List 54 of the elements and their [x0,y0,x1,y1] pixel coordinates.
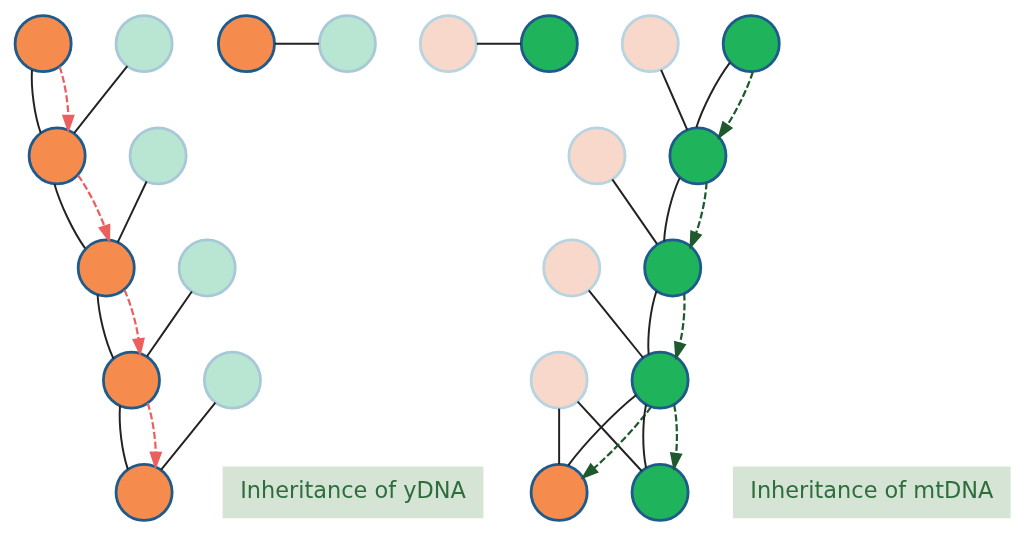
arrow [76,174,110,244]
connector [662,176,681,243]
connector [557,407,560,466]
arrow [122,289,145,357]
arrow [673,293,686,361]
connector [610,178,658,246]
connector [159,401,216,471]
node-person [529,350,589,410]
node-person [630,350,689,410]
connector [72,65,128,134]
node-person [202,350,262,410]
node-person [529,462,589,522]
connector [641,403,647,469]
connector [659,68,688,131]
node-person [76,238,136,298]
node-person [668,126,727,186]
node-person [721,14,781,74]
arrow [580,406,652,480]
node-person [642,238,702,298]
node-box: Inheritance of mtDNA [732,466,1011,519]
node-person [27,126,87,186]
node-person [101,350,161,410]
arrow [669,404,683,472]
node-box: Inheritance of yDNA [222,466,483,519]
connector [587,289,644,359]
connector [566,394,637,467]
node-person [114,14,173,74]
node-person [630,462,689,522]
connector [116,180,148,244]
connector [118,404,129,471]
connector [694,61,731,129]
connector [475,42,522,45]
node-person [128,126,188,186]
connector [96,293,114,360]
connector [646,290,657,356]
connector [145,290,193,358]
node-person [114,462,173,522]
node-person [620,14,680,74]
connector [273,42,320,45]
connector [576,400,643,472]
node-person [519,14,579,74]
arrow [688,182,708,250]
node-person [541,238,601,298]
node-person [216,14,276,74]
arrow [146,402,162,471]
connector [53,183,86,250]
node-person [418,14,478,74]
node-person [567,126,626,186]
connector [30,68,42,134]
node-person [13,14,73,74]
arrow [58,66,75,134]
node-person [317,14,377,74]
node-person [177,238,237,298]
arrow [716,71,754,140]
